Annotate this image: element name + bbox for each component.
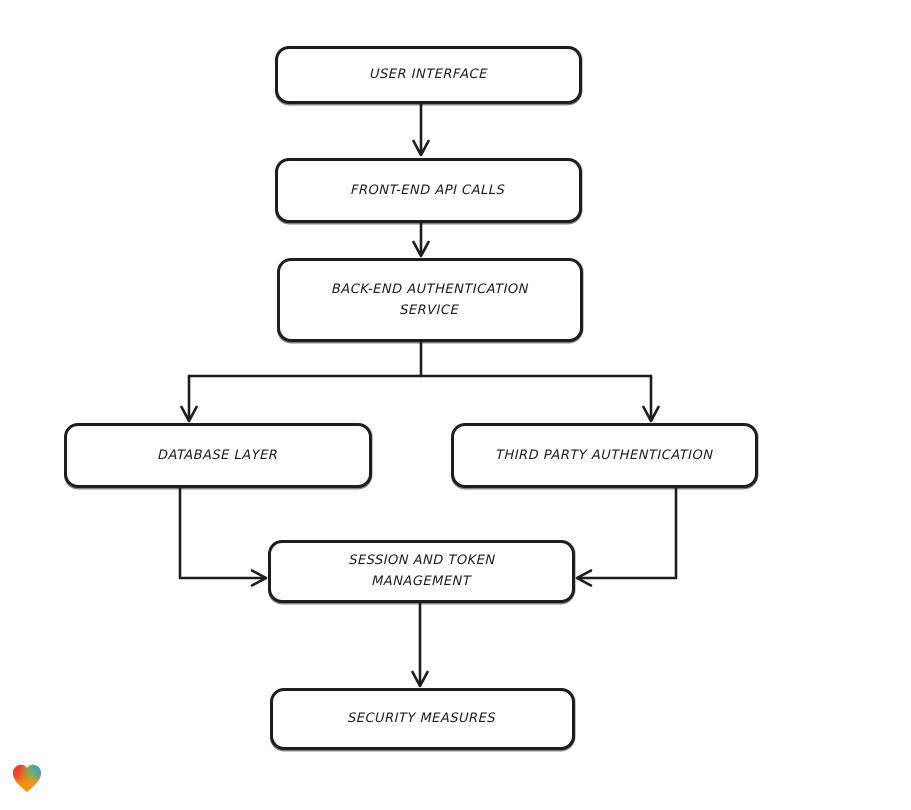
node-session-and-token-management[interactable]: SESSION AND TOKEN MANAGEMENT	[268, 540, 575, 603]
node-label: SECURITY MEASURES	[348, 711, 497, 727]
node-label: USER INTERFACE	[369, 67, 488, 83]
node-label: BACK-END AUTHENTICATION SERVICE	[331, 281, 530, 318]
heart-icon	[9, 760, 45, 796]
node-label: FRONT-END API CALLS	[351, 182, 506, 198]
node-front-end-api-calls[interactable]: FRONT-END API CALLS	[275, 158, 582, 223]
node-label: SESSION AND TOKEN MANAGEMENT	[348, 553, 496, 590]
node-security-measures[interactable]: SECURITY MEASURES	[270, 688, 575, 750]
node-user-interface[interactable]: USER INTERFACE	[275, 46, 582, 104]
node-label: DATABASE LAYER	[157, 447, 279, 463]
node-label: THIRD PARTY AUTHENTICATION	[495, 447, 714, 463]
node-database-layer[interactable]: DATABASE LAYER	[64, 423, 372, 488]
node-back-end-authentication-service[interactable]: BACK-END AUTHENTICATION SERVICE	[277, 258, 583, 342]
node-third-party-authentication[interactable]: THIRD PARTY AUTHENTICATION	[451, 423, 758, 488]
